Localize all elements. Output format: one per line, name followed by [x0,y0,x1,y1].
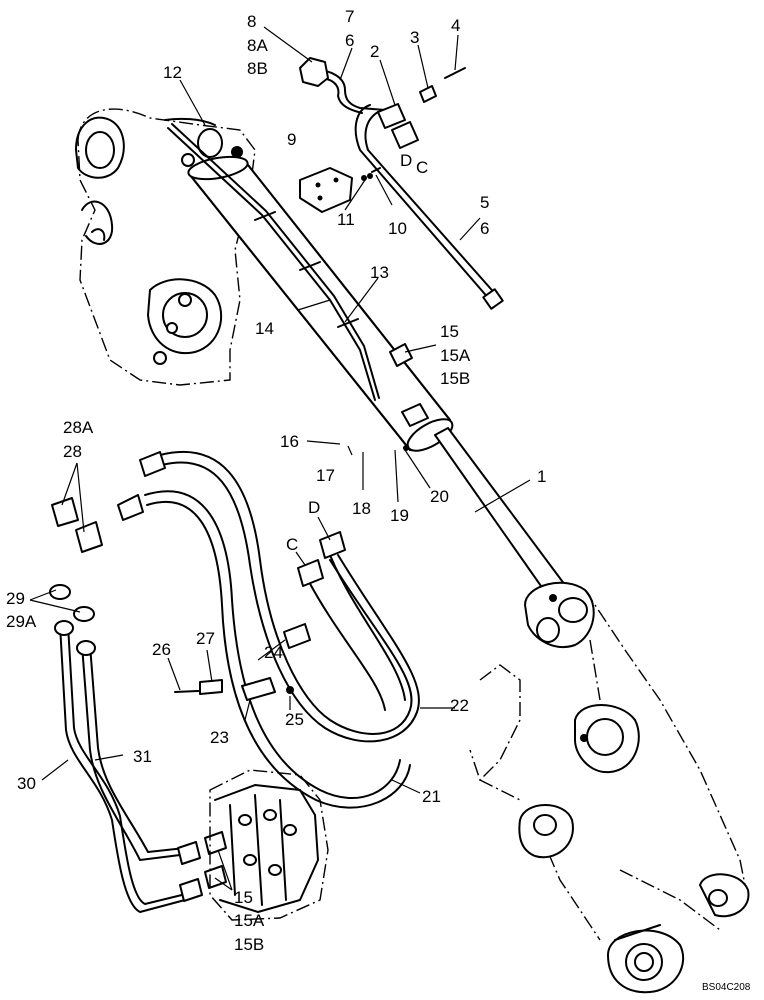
callout-25: 25 [285,710,304,729]
callout-2: 2 [370,42,379,61]
callout-8A: 8A [247,36,268,55]
loader-arm [469,589,750,994]
callout-11: 11 [337,210,355,229]
callout-23: 23 [210,728,229,747]
valve-block [299,167,381,213]
callout-20: 20 [430,487,449,506]
callout-9: 9 [287,130,296,149]
callout-30: 30 [17,774,36,793]
callout-15-top: 15 [440,322,459,341]
callout-26: 26 [152,640,171,659]
callout-29A: 29A [6,612,37,631]
callout-17: 17 [316,466,335,485]
hose-loop-assembly [49,450,420,913]
callout-4: 4 [451,16,460,35]
callout-31: 31 [133,747,152,766]
callout-15A-top: 15A [440,346,471,365]
callout-24: 24 [264,643,283,662]
callout-7: 7 [345,7,354,26]
upper-hose-assembly [299,57,504,310]
callout-8: 8 [247,12,256,31]
callout-1: 1 [537,467,546,486]
callout-6-right: 6 [480,219,489,238]
callout-10: 10 [388,219,407,238]
callout-28: 28 [63,442,82,461]
callout-6-top: 6 [345,31,354,50]
callout-16: 16 [280,432,299,451]
callout-D-lower: D [308,498,320,517]
callout-5: 5 [480,193,489,212]
callout-15-lower: 15 [234,888,253,907]
callout-D-top: D [400,151,412,170]
callout-15B-top: 15B [440,369,470,388]
leader-lines [29,26,531,891]
callout-15B-lower: 15B [234,935,264,954]
callout-8B: 8B [247,59,268,78]
loader-mount-frame [75,108,256,386]
callout-12: 12 [163,63,182,82]
callout-15A-lower: 15A [234,911,265,930]
callout-13: 13 [370,263,389,282]
callout-27: 27 [196,629,215,648]
callout-29: 29 [6,589,25,608]
callout-C-lower: C [286,535,298,554]
callout-21: 21 [422,787,441,806]
callout-C-top: C [416,158,428,177]
control-valve [209,769,329,921]
callout-22: 22 [450,696,469,715]
callout-3: 3 [410,28,419,47]
callout-28A: 28A [63,418,94,437]
callout-labels: 8 8A 8B 7 6 2 3 4 12 9 D C 11 10 5 6 13 … [6,7,751,993]
callout-18: 18 [352,499,371,518]
figure-reference: BS04C208 [702,982,751,993]
lift-cylinder [187,128,595,648]
callout-14: 14 [255,319,274,338]
callout-19: 19 [390,506,409,525]
